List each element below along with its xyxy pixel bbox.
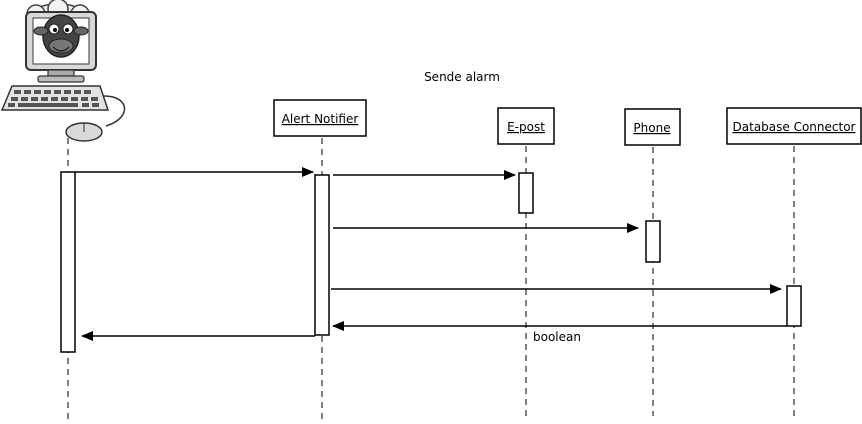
participant-database-connector: Database Connector [726,107,862,145]
message-label-boolean: boolean [533,330,581,344]
participant-label: Database Connector [733,120,856,134]
participant-phone: Phone [624,108,681,146]
participant-e-post: E-post [497,107,555,145]
participant-label: Alert Notifier [282,112,359,126]
computer-user-icon [0,0,126,142]
participant-label: E-post [507,120,545,134]
activation-user [60,171,76,353]
activation-e-post [518,172,534,214]
diagram-title: Sende alarm [424,70,500,84]
activation-database-connector [786,285,802,327]
activation-alert-notifier [314,174,330,336]
activation-phone [645,220,661,263]
participant-label: Phone [633,121,670,135]
participant-alert-notifier: Alert Notifier [273,99,367,137]
